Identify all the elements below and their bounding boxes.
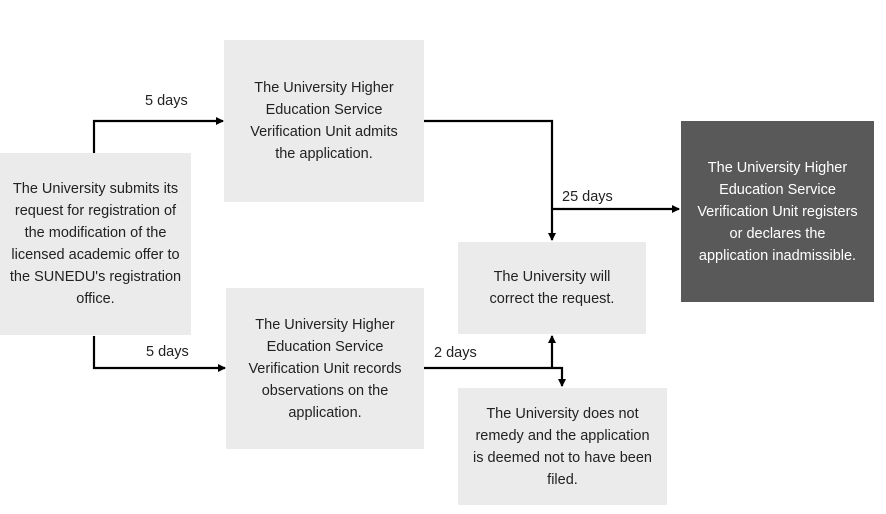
node-admits-application: The University Higher Education Service … xyxy=(224,40,424,202)
edge-label-25-days: 25 days xyxy=(562,189,613,205)
edge-label-5-days-top: 5 days xyxy=(145,93,188,109)
node-text: The University submits its request for r… xyxy=(9,181,182,307)
arrow-submit-to-admits xyxy=(92,117,224,153)
node-text: The University Higher Education Service … xyxy=(697,159,858,264)
node-text: The University does not remedy and the a… xyxy=(473,405,652,488)
node-text: The University Higher Education Service … xyxy=(248,316,402,421)
node-submit-request: The University submits its request for r… xyxy=(0,153,191,335)
node-text: The University Higher Education Service … xyxy=(250,80,398,162)
node-records-observations: The University Higher Education Service … xyxy=(226,288,424,449)
node-text: The University will correct the request. xyxy=(489,269,615,307)
arrow-submit-to-records xyxy=(92,336,226,372)
node-registers-or-declares: The University Higher Education Service … xyxy=(681,121,874,302)
edge-label-5-days-bottom: 5 days xyxy=(146,344,189,360)
arrow-admits-to-correct xyxy=(424,119,556,241)
edge-label-2-days: 2 days xyxy=(434,345,477,361)
arrow-records-to-not-remedy xyxy=(424,366,566,387)
node-not-remedy: The University does not remedy and the a… xyxy=(458,388,667,505)
node-correct-request: The University will correct the request. xyxy=(458,242,646,334)
